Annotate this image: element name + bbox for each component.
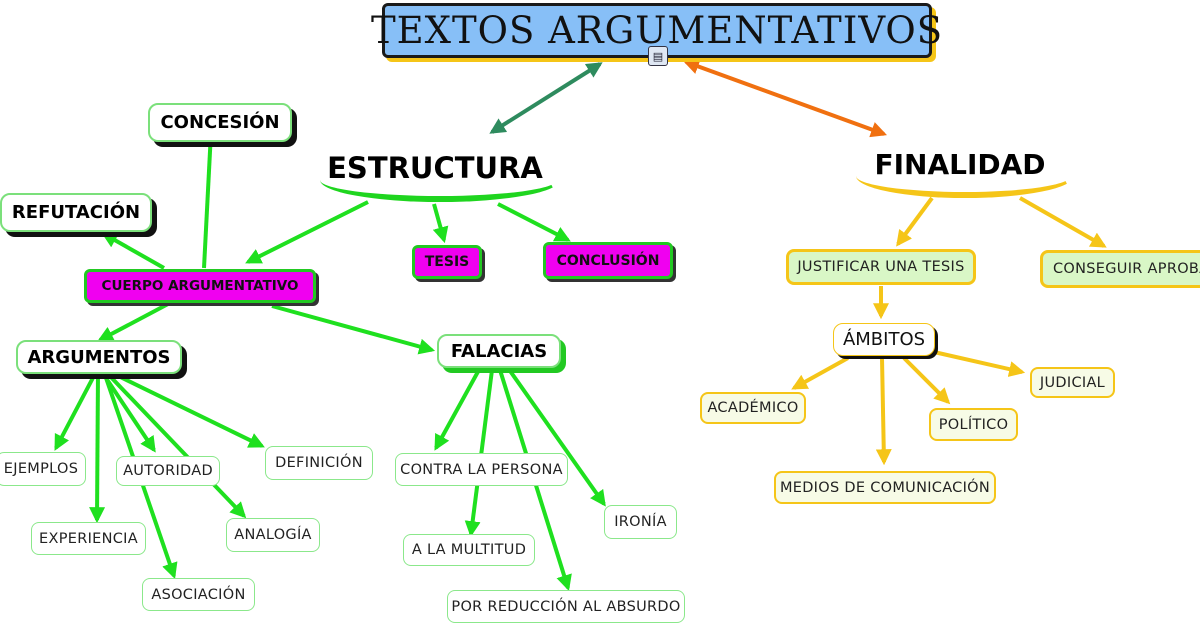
node-refutacion: REFUTACIÓN: [0, 193, 152, 232]
title-estructura-arrow: [489, 62, 603, 134]
leaf-academico: ACADÉMICO: [700, 392, 806, 424]
node-ambitos: ÁMBITOS: [833, 323, 935, 356]
node-concesion: CONCESIÓN: [148, 103, 292, 142]
leaf-experiencia: EXPERIENCIA: [31, 522, 146, 555]
node-tesis: TESIS: [412, 245, 482, 279]
node-justificar-tesis: JUSTIFICAR UNA TESIS: [786, 249, 976, 285]
leaf-a-la-multitud: A LA MULTITUD: [403, 534, 535, 566]
node-cuerpo-argumentativo: CUERPO ARGUMENTATIVO: [84, 269, 316, 303]
leaf-definicion: DEFINICIÓN: [265, 446, 373, 480]
heading-finalidad: FINALIDAD: [856, 144, 1074, 198]
node-argumentos: ARGUMENTOS: [16, 340, 182, 374]
leaf-politico: POLÍTICO: [929, 408, 1018, 441]
leaf-reduccion-absurdo: POR REDUCCIÓN AL ABSURDO: [447, 590, 685, 623]
leaf-ironia: IRONÍA: [604, 505, 677, 539]
node-conclusion: CONCLUSIÓN: [543, 242, 673, 279]
leaf-medios-comunicacion: MEDIOS DE COMUNICACIÓN: [774, 471, 996, 504]
leaf-analogia: ANALOGÍA: [226, 518, 320, 552]
leaf-ejemplos: EJEMPLOS: [0, 452, 86, 486]
leaf-asociacion: ASOCIACIÓN: [142, 578, 255, 611]
heading-estructura: ESTRUCTURA: [320, 148, 560, 202]
node-falacias: FALACIAS: [437, 334, 561, 368]
node-conseguir-aprobacion: CONSEGUIR APROBA: [1040, 250, 1200, 288]
leaf-contra-la-persona: CONTRA LA PERSONA: [395, 453, 568, 486]
leaf-judicial: JUDICIAL: [1030, 367, 1115, 398]
leaf-autoridad: AUTORIDAD: [116, 456, 220, 486]
document-icon[interactable]: ▤: [648, 46, 668, 66]
title-finalidad-arrow: [682, 58, 888, 138]
